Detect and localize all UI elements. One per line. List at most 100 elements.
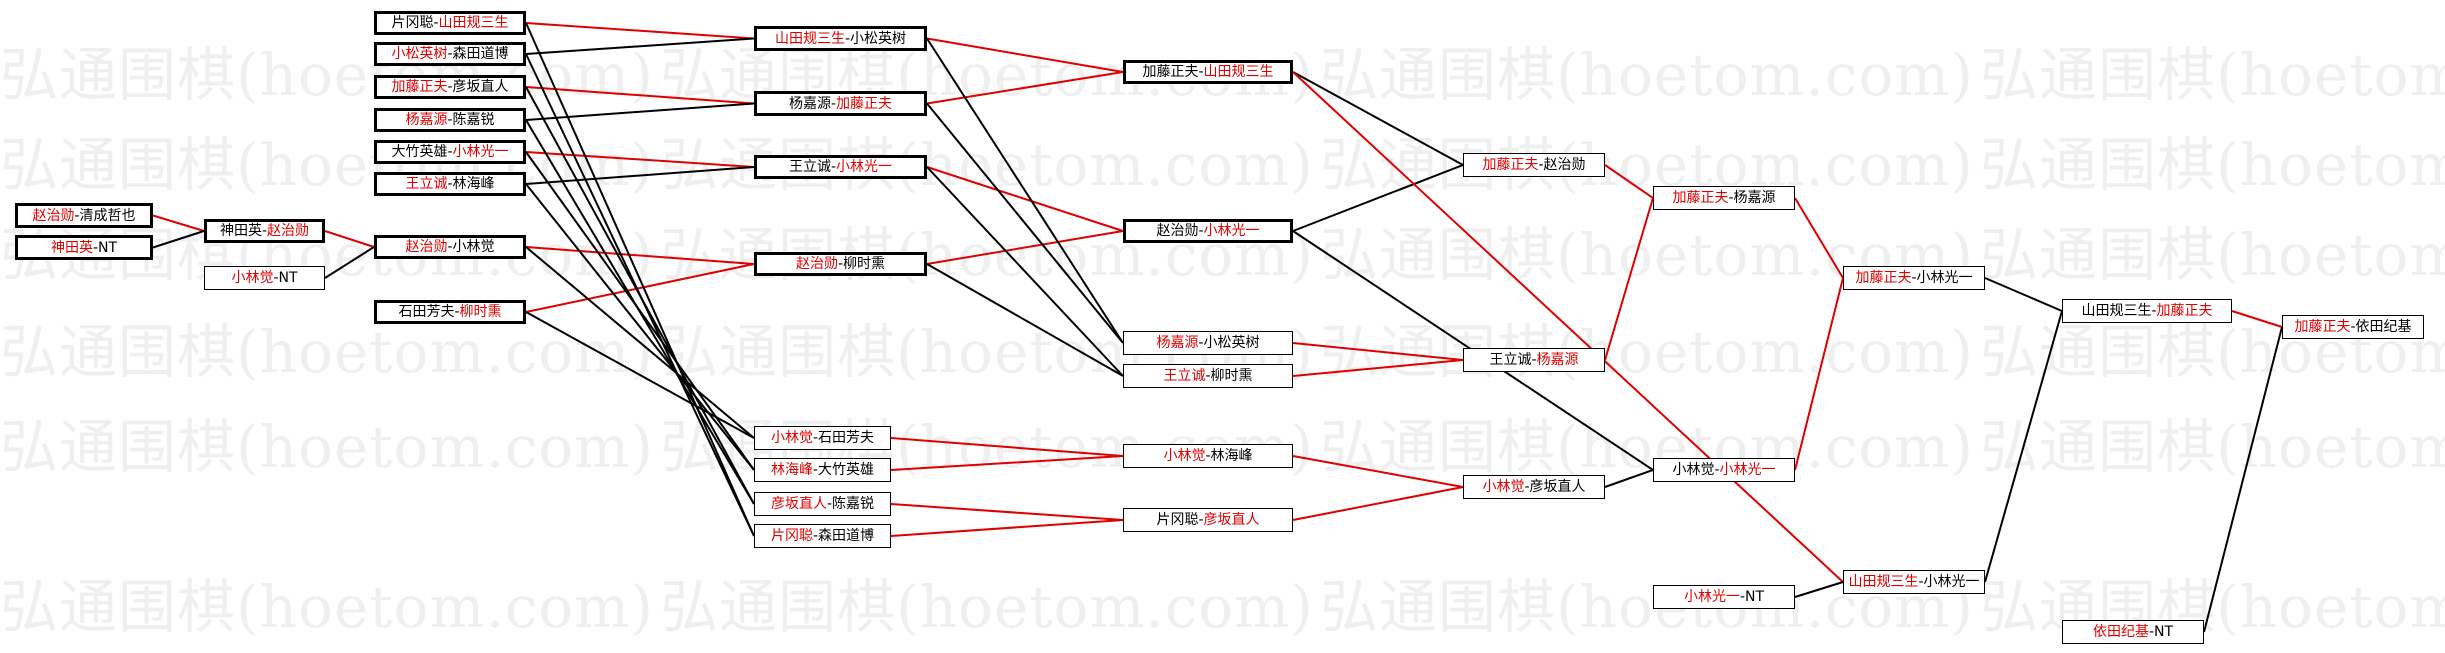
match-box: 石田芳夫-柳时熏 <box>374 300 526 324</box>
winner-name: 彦坂直人 <box>1203 512 1260 528</box>
match-separator: - <box>447 239 453 255</box>
bracket-connector <box>525 183 755 471</box>
player-name: 小林光一 <box>1916 270 1973 286</box>
player-name: 彦坂直人 <box>452 79 509 95</box>
match-box: 小林觉-NT <box>204 266 325 290</box>
match-box: 小林觉-小林光一 <box>1653 458 1795 482</box>
match-box: 片冈聪-山田规三生 <box>374 11 526 35</box>
match-box: 王立诚-杨嘉源 <box>1463 348 1605 372</box>
winner-name: 王立诚 <box>1163 368 1206 384</box>
match-separator: - <box>1198 512 1204 528</box>
bracket-connector <box>1984 310 2063 583</box>
bracket-connector <box>926 263 1124 377</box>
winner-name: 小林觉 <box>1163 448 1206 464</box>
winner-name: 小林光一 <box>452 144 509 160</box>
match-separator: - <box>1524 479 1530 495</box>
bracket-connector <box>525 246 755 439</box>
winner-name: 山田规三生 <box>438 15 509 31</box>
player-name: 小林觉 <box>452 239 495 255</box>
match-box: 片冈聪-森田道博 <box>754 524 891 548</box>
match-box: 山田规三生-小林光一 <box>1843 570 1985 594</box>
bracket-connector <box>1604 197 1654 361</box>
match-separator: - <box>2350 319 2356 335</box>
match-separator: - <box>2148 624 2155 640</box>
match-box: 赵治勋-小林光一 <box>1123 219 1293 243</box>
bracket-connector <box>1604 164 1654 199</box>
bracket-connector <box>1794 581 1844 598</box>
winner-name: 杨嘉源 <box>405 112 448 128</box>
winner-name: 加藤正夫 <box>1672 190 1729 206</box>
player-name: NT <box>1745 589 1765 605</box>
match-separator: - <box>447 176 453 192</box>
match-separator: - <box>447 144 453 160</box>
player-name: 杨嘉源 <box>788 95 831 112</box>
match-separator: - <box>1918 574 1924 590</box>
match-separator: - <box>1198 64 1204 80</box>
player-name: 加藤正夫 <box>1142 64 1199 80</box>
winner-name: 赵治勋 <box>405 239 448 255</box>
bracket-connector <box>1604 469 1654 488</box>
player-name: 石田芳夫 <box>818 430 875 446</box>
match-box: 赵治勋-清成哲也 <box>15 203 153 228</box>
winner-name: 小林光一 <box>1719 462 1776 478</box>
bracket-connector <box>525 22 755 537</box>
winner-name: 依田纪基 <box>2092 624 2149 640</box>
winner-name: 山田规三生 <box>1848 574 1919 590</box>
bracket-connector <box>525 263 755 313</box>
match-separator: - <box>1205 368 1211 384</box>
match-separator: - <box>830 95 837 112</box>
match-separator: - <box>273 270 279 286</box>
match-separator: - <box>1198 223 1204 239</box>
match-box: 依田纪基-NT <box>2062 620 2204 644</box>
winner-name: 加藤正夫 <box>2156 303 2213 319</box>
match-separator: - <box>447 112 453 128</box>
match-separator: - <box>837 256 844 272</box>
match-box: 加藤正夫-杨嘉源 <box>1653 186 1795 210</box>
bracket-connector <box>890 503 1124 521</box>
player-name: 林海峰 <box>1210 448 1253 464</box>
winner-name: 赵治勋 <box>795 256 838 272</box>
player-name: 柳时熏 <box>1210 368 1253 384</box>
match-box: 片冈聪-彦坂直人 <box>1123 508 1293 532</box>
bracket-connector <box>890 519 1124 537</box>
bracket-connector <box>926 230 1124 265</box>
winner-name: 柳时熏 <box>459 304 502 320</box>
match-separator: - <box>447 46 453 62</box>
player-name: 小松英树 <box>1203 335 1260 351</box>
bracket-connector <box>1794 197 1844 279</box>
bracket-connector <box>525 311 755 439</box>
bracket-connector <box>152 214 205 232</box>
match-box: 小林觉-石田芳夫 <box>754 426 891 450</box>
match-box: 大竹英雄-小林光一 <box>374 140 526 164</box>
player-name: 王立诚 <box>788 159 831 175</box>
bracket-connector <box>926 71 1124 105</box>
player-name: 片冈聪 <box>1156 512 1199 528</box>
bracket-connector <box>1292 486 1464 521</box>
match-separator: - <box>92 239 99 256</box>
winner-name: 片冈聪 <box>770 528 813 544</box>
match-separator: - <box>2151 303 2157 319</box>
player-name: NT <box>98 239 118 256</box>
player-name: NT <box>2154 624 2174 640</box>
match-separator: - <box>844 30 851 47</box>
bracket-connector <box>525 22 755 40</box>
match-box: 山田规三生-加藤正夫 <box>2062 299 2232 323</box>
bracket-connector <box>926 37 1124 344</box>
bracket-connector <box>525 86 755 505</box>
winner-name: 小林光一 <box>1203 223 1260 239</box>
bracket-connector <box>926 102 1124 344</box>
player-name: 杨嘉源 <box>1733 190 1776 206</box>
winner-name: 杨嘉源 <box>1156 335 1199 351</box>
winner-name: 小松英树 <box>391 46 448 62</box>
winner-name: 小林觉 <box>231 270 274 286</box>
match-box: 杨嘉源-加藤正夫 <box>754 91 927 116</box>
player-name: 山田规三生 <box>2081 303 2152 319</box>
match-box: 加藤正夫-赵治勋 <box>1463 153 1605 177</box>
bracket-connector <box>890 455 1124 471</box>
match-separator: - <box>812 528 819 544</box>
winner-name: 杨嘉源 <box>1536 352 1579 368</box>
winner-name: 赵治勋 <box>32 207 75 224</box>
match-separator: - <box>812 462 819 478</box>
winner-name: 神田英 <box>50 239 93 256</box>
